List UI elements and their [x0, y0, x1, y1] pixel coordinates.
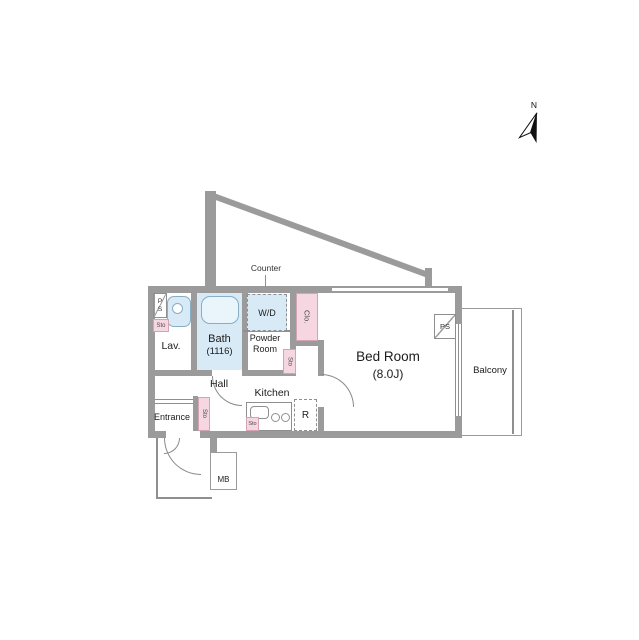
corridor-line-horizontal — [156, 497, 212, 499]
pipe-space-left-label: PS — [156, 297, 164, 314]
pipe-space-right-label: PS — [439, 322, 450, 331]
balcony-label: Balcony — [473, 365, 507, 376]
entrance-label: Entrance — [153, 412, 191, 422]
balcony-railing — [512, 310, 514, 434]
storage-entrance-label: Sto — [201, 409, 207, 419]
closet-label: Clo. — [302, 310, 312, 324]
powder-room-label-line1: Powder — [249, 333, 281, 343]
refrigerator-space: R — [294, 399, 317, 431]
wall-bath-wd — [242, 293, 248, 376]
wall-bottom-left — [148, 431, 166, 438]
counter-label: Counter — [250, 263, 282, 273]
hall-label: Hall — [209, 378, 229, 390]
bedroom-size-label: (8.0J) — [372, 367, 404, 381]
meter-box — [210, 452, 237, 490]
storage-left-label: Sto — [156, 322, 166, 329]
washer-dryer-space: W/D — [247, 294, 287, 331]
wall-kitchen-bedroom-upper — [318, 340, 324, 376]
stove-burner-icon — [281, 413, 290, 422]
wall-powder-right — [290, 293, 296, 376]
entrance-step-line-2 — [155, 403, 193, 405]
wall-meterbox-stub — [210, 438, 217, 452]
wall-top — [148, 286, 462, 293]
storage-left: Sto — [153, 319, 169, 332]
lavatory-label: Lav. — [161, 340, 181, 352]
closet: Clo. — [296, 293, 318, 341]
storage-kitchen: Sto — [246, 417, 259, 431]
wall-below-powder — [242, 370, 296, 376]
wall-kitchen-bedroom-lower — [318, 407, 324, 438]
wall-right-upper — [455, 286, 462, 324]
meter-box-label: MB — [217, 475, 230, 484]
storage-entrance: Sto — [198, 397, 210, 431]
washer-dryer-label: W/D — [258, 307, 276, 318]
wall-closet-bottom — [296, 340, 324, 346]
refrigerator-label: R — [301, 409, 310, 421]
basin-bowl-icon — [172, 303, 183, 314]
storage-kitchen-label: Sto — [248, 421, 257, 427]
wall-below-lav — [148, 370, 212, 376]
storage-powder-room: Sto — [283, 349, 296, 374]
storage-powder-label: Sto — [286, 356, 293, 366]
balcony-door-track — [458, 324, 460, 416]
wall-diagonal-stub — [425, 268, 432, 292]
wall-right-lower — [455, 416, 462, 438]
counter-leader-line — [265, 275, 267, 287]
stove-burner-icon — [271, 413, 280, 422]
corridor-line-vertical — [156, 438, 158, 498]
north-label: N — [530, 100, 538, 110]
wall-left — [148, 286, 155, 438]
pipe-space-left: PS — [153, 293, 167, 318]
pipe-space-right: PS — [434, 314, 456, 339]
kitchen-sink-icon — [250, 406, 269, 419]
powder-room-label-line2: Room — [252, 344, 277, 354]
wall-upper-left — [205, 191, 216, 292]
wall-lav-bath — [191, 293, 197, 372]
north-arrow-icon — [518, 112, 538, 144]
bath-label: Bath — [208, 333, 231, 345]
wall-bottom-main — [200, 431, 462, 438]
bathtub-icon — [201, 296, 239, 324]
bedroom-label: Bed Room — [356, 349, 420, 364]
entrance-step-line — [155, 399, 193, 401]
bath-size-label: (1116) — [206, 346, 233, 357]
kitchen-label: Kitchen — [254, 387, 290, 399]
wall-entrance-stub — [193, 396, 198, 431]
bedroom-window — [332, 288, 448, 291]
